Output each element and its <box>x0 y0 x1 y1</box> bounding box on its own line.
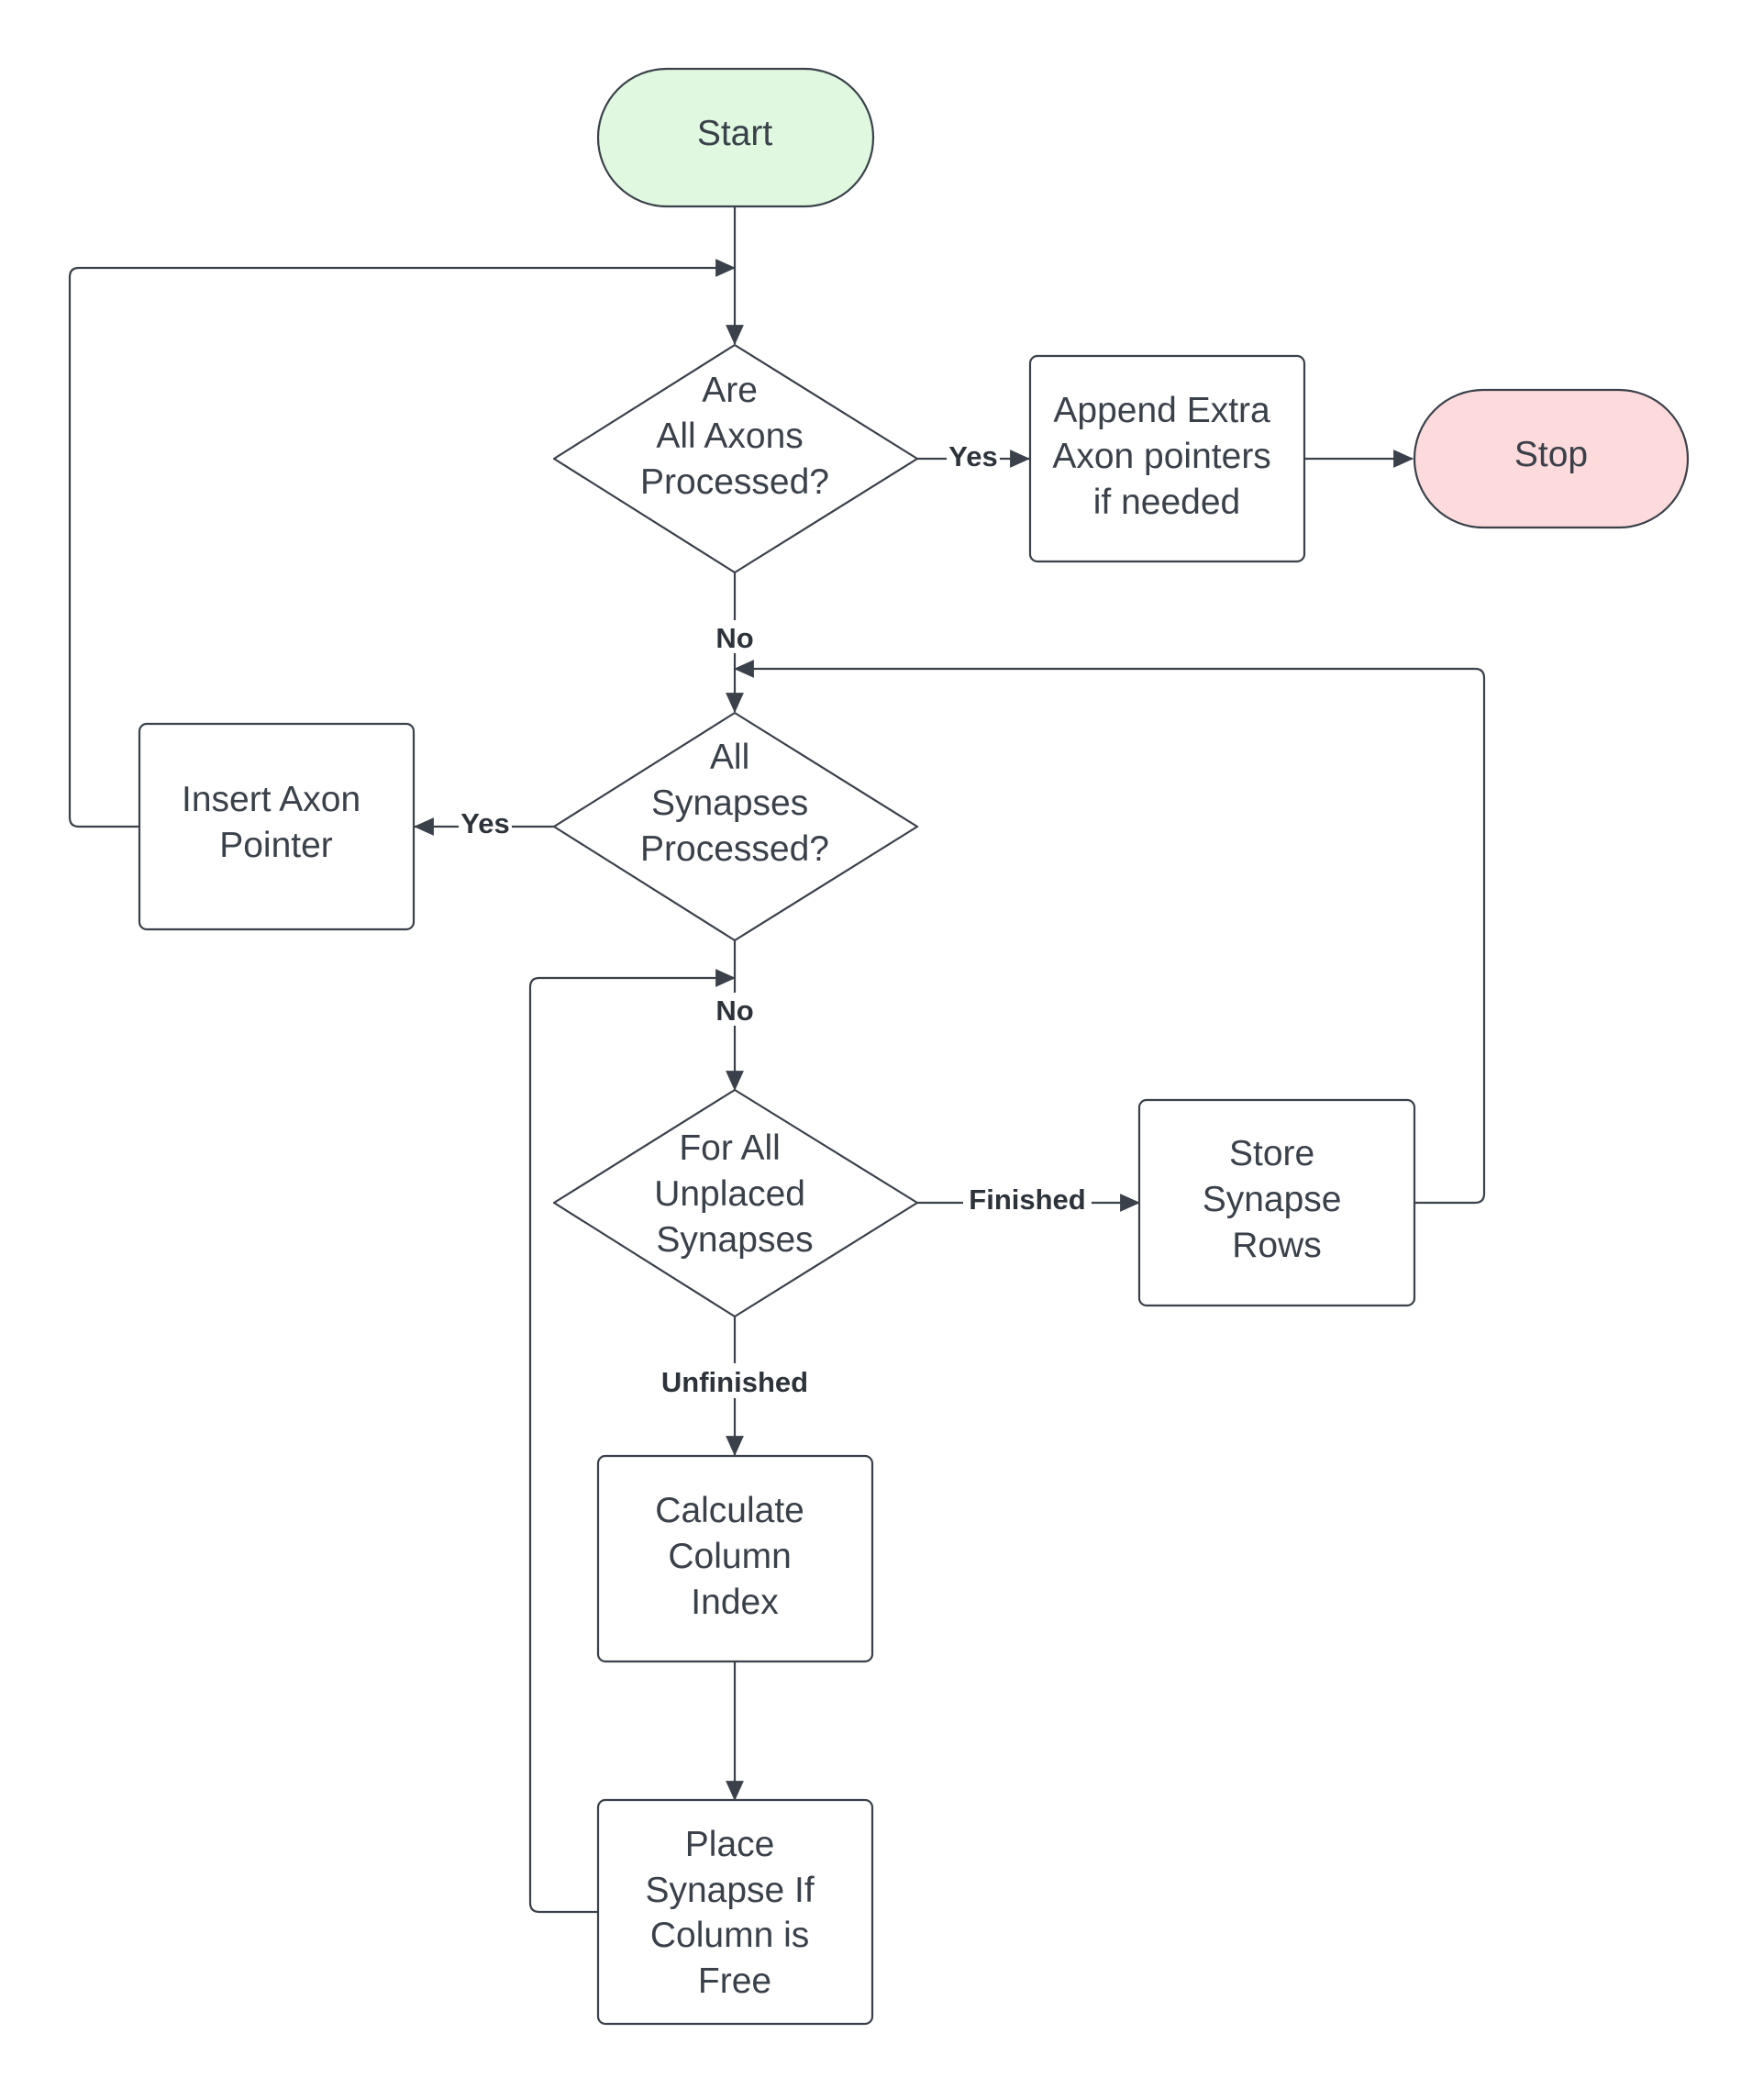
node-insert-axon: Insert Axon Pointer <box>138 722 416 931</box>
edge-place-to-forall <box>528 969 737 1914</box>
node-for-all-unplaced-label: For All Unplaced Synapses <box>654 1128 815 1260</box>
edge-label-forall-finished: Finished <box>963 1183 1092 1218</box>
process-box-shape <box>1028 354 1306 563</box>
process-box-shape <box>596 1454 874 1663</box>
node-synapses-processed-label: All Synapses Processed? <box>640 738 829 869</box>
decision-diamond-shape <box>552 1088 919 1318</box>
start-terminal-shape <box>596 67 875 208</box>
node-append-extra-label: Append Extra Axon pointers if needed <box>1052 391 1281 522</box>
edge-label-synapses-no: No <box>712 993 758 1027</box>
process-box-shape <box>138 722 416 931</box>
node-axons-processed-label: Are All Axons Processed? <box>640 371 829 502</box>
edge-label-forall-unfinished: Unfinished <box>653 1363 816 1398</box>
node-synapses-processed: All Synapses Processed? <box>552 711 919 942</box>
node-place-synapse: Place Synapse If Column is Free <box>596 1798 874 2026</box>
edge-store-to-synapses <box>733 660 1486 1205</box>
node-start-label: Start <box>697 114 773 153</box>
svg-text:Finished: Finished <box>969 1183 1085 1216</box>
edge-label-axons-yes: Yes <box>947 440 1000 473</box>
node-append-extra: Append Extra Axon pointers if needed <box>1028 354 1306 563</box>
node-axons-processed: Are All Axons Processed? <box>552 343 919 574</box>
node-store-rows: Store Synapse Rows <box>1137 1098 1416 1307</box>
node-insert-axon-label: Insert Axon Pointer <box>182 780 371 865</box>
svg-text:Yes: Yes <box>948 440 997 472</box>
edge-insert-axon-to-axons <box>68 259 737 828</box>
process-box-shape <box>1137 1098 1416 1307</box>
node-calc-column: Calculate Column Index <box>596 1454 874 1663</box>
node-place-synapse-label: Place Synapse If Column is Free <box>645 1825 824 2001</box>
edge-label-synapses-yes: Yes <box>459 807 512 841</box>
edge-label-axons-no: No <box>712 620 758 654</box>
node-store-rows-label: Store Synapse Rows <box>1203 1134 1352 1265</box>
node-stop: Stop <box>1413 388 1690 529</box>
decision-diamond-shape <box>552 711 919 942</box>
svg-text:No: No <box>715 622 753 654</box>
node-calc-column-label: Calculate Column Index <box>655 1491 814 1622</box>
node-stop-label: Stop <box>1514 435 1588 474</box>
svg-text:Unfinished: Unfinished <box>661 1366 808 1398</box>
svg-text:Yes: Yes <box>460 807 509 839</box>
decision-diamond-shape <box>552 343 919 574</box>
node-for-all-unplaced: For All Unplaced Synapses <box>552 1088 919 1318</box>
svg-text:No: No <box>715 994 753 1027</box>
process-box-shape <box>596 1798 874 2026</box>
stop-terminal-shape <box>1413 388 1690 529</box>
node-start: Start <box>596 67 875 208</box>
